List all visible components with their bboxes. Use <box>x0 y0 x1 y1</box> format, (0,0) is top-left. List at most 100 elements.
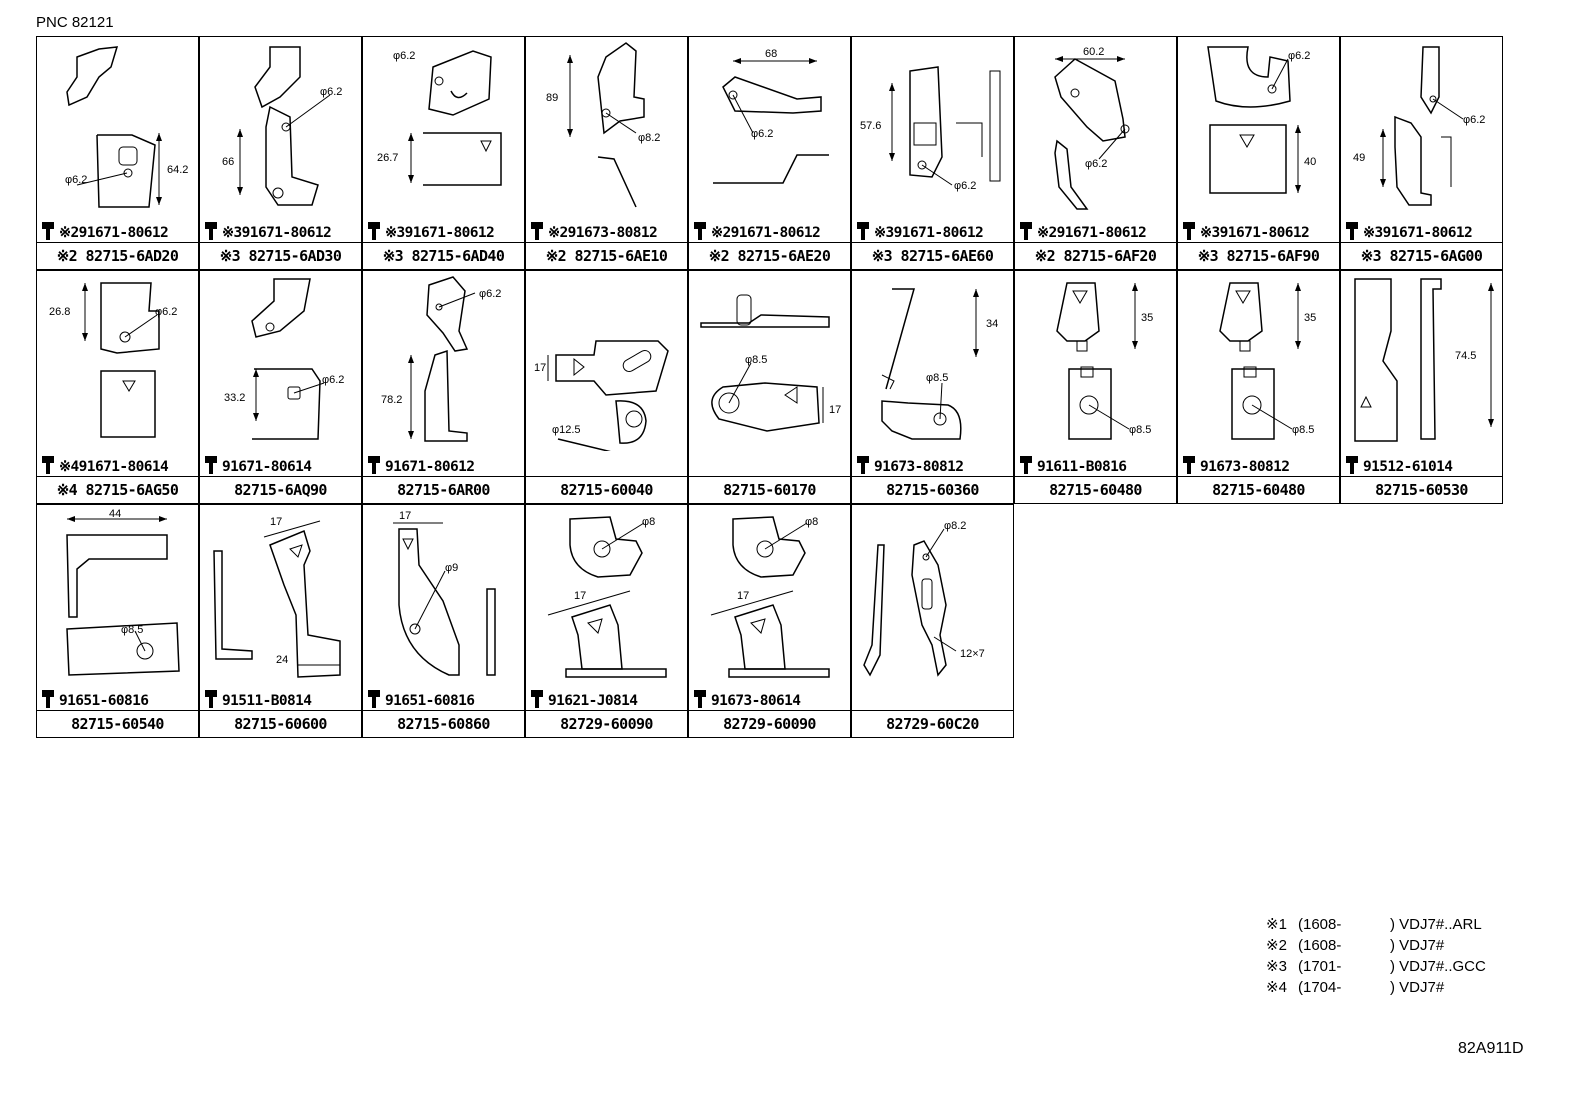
part-number[interactable]: 82715-6AQ90 <box>200 476 361 503</box>
bracket-drawing: 35 φ8.5 <box>1219 282 1316 440</box>
bolt-part-number: 91673-80812 <box>874 459 964 475</box>
part-cell[interactable]: φ8.2 12×7 82729-60C20 <box>851 504 1014 738</box>
part-cell[interactable]: 33.2 φ6.2 91671-80614 82715-6AQ90 <box>199 270 362 504</box>
dimension-label: 17 <box>534 362 546 374</box>
bolt-part-number: ※391671-80612 <box>874 225 984 241</box>
bolt-icon <box>205 456 217 474</box>
part-number[interactable]: ※2 82715-6AE20 <box>689 242 850 269</box>
part-cell[interactable]: 49 φ6.2 ※391671-80612 ※3 82715-6AG00 <box>1340 36 1503 270</box>
part-number[interactable]: 82729-60090 <box>526 710 687 737</box>
bolt-part-number: ※291671-80612 <box>1037 225 1147 241</box>
part-number[interactable]: ※2 82715-6AE10 <box>526 242 687 269</box>
bracket-drawing: 89 φ8.2 <box>546 42 660 208</box>
bolt-part-number: ※391671-80612 <box>385 225 495 241</box>
bracket-drawing: 17 φ12.5 <box>534 340 669 451</box>
bolt-icon <box>42 690 54 708</box>
part-cell[interactable]: 44 φ8.5 91651-60816 82715-60540 <box>36 504 199 738</box>
bracket-drawing: 17 φ9 <box>393 510 496 676</box>
part-number[interactable]: 82729-60090 <box>689 710 850 737</box>
part-number[interactable]: 82729-60C20 <box>852 710 1013 737</box>
part-cell[interactable]: 89 φ8.2 ※291673-80812 ※2 82715-6AE10 <box>525 36 688 270</box>
part-number[interactable]: ※2 82715-6AF20 <box>1015 242 1176 269</box>
legend-date: (1704- <box>1298 979 1342 996</box>
bracket-drawing: 34 φ8.5 <box>881 288 998 440</box>
part-number[interactable]: ※3 82715-6AE60 <box>852 242 1013 269</box>
part-number[interactable]: 82715-60480 <box>1015 476 1176 503</box>
dimension-label: 33.2 <box>224 392 245 404</box>
dimension-label: 66 <box>222 156 234 168</box>
bracket-drawing: 78.2 φ6.2 <box>381 276 501 442</box>
part-number[interactable]: ※3 82715-6AD40 <box>363 242 524 269</box>
dimension-label: φ6.2 <box>155 306 177 318</box>
bolt-icon <box>857 222 869 240</box>
part-number[interactable]: ※3 82715-6AF90 <box>1178 242 1339 269</box>
part-cell[interactable]: 17 φ8 91673-80614 82729-60090 <box>688 504 851 738</box>
bolt-icon <box>42 456 54 474</box>
dimension-label: 17 <box>574 590 586 602</box>
bracket-drawing: 17 24 <box>213 516 341 678</box>
legend-mark: ※3 <box>1266 958 1287 975</box>
dimension-label: 17 <box>399 510 411 522</box>
part-cell[interactable]: 64.2 φ6.2 ※291671-80612 ※2 82715-6AD20 <box>36 36 199 270</box>
dimension-label: φ6.2 <box>1288 50 1310 62</box>
part-number[interactable]: 82715-60860 <box>363 710 524 737</box>
dimension-label: 24 <box>276 654 288 666</box>
dimension-label: φ8.5 <box>121 624 143 636</box>
part-cell[interactable]: 26.7 φ6.2 ※391671-80612 ※3 82715-6AD40 <box>362 36 525 270</box>
part-cell[interactable]: 68 φ6.2 ※291671-80612 ※2 82715-6AE20 <box>688 36 851 270</box>
bolt-icon <box>1020 222 1032 240</box>
bracket-drawing: 26.8 φ6.2 <box>49 282 177 438</box>
bolt-part-number: 91673-80812 <box>1200 459 1290 475</box>
part-cell[interactable]: 60.2 φ6.2 ※291671-80612 ※2 82715-6AF20 <box>1014 36 1177 270</box>
part-number[interactable]: 82715-60360 <box>852 476 1013 503</box>
part-number[interactable]: 82715-60480 <box>1178 476 1339 503</box>
part-cell[interactable]: 78.2 φ6.2 91671-80612 82715-6AR00 <box>362 270 525 504</box>
bracket-drawing: φ8.2 12×7 <box>863 520 985 677</box>
part-cell[interactable]: 35 φ8.5 91611-B0816 82715-60480 <box>1014 270 1177 504</box>
dimension-label: 44 <box>109 508 121 520</box>
bracket-drawing: 17 φ8 <box>710 516 830 678</box>
dimension-label: 60.2 <box>1083 46 1104 58</box>
bolt-part-number: ※391671-80612 <box>1200 225 1310 241</box>
part-cell[interactable]: 66 φ6.2 ※391671-80612 ※3 82715-6AD30 <box>199 36 362 270</box>
dimension-label: φ9 <box>445 562 458 574</box>
part-cell[interactable]: 40 φ6.2 ※391671-80612 ※3 82715-6AF90 <box>1177 36 1340 270</box>
bolt-part-number: 91621-J0814 <box>548 693 638 709</box>
part-cell[interactable]: φ8.5 17 82715-60170 <box>688 270 851 504</box>
bolt-part-number: ※291673-80812 <box>548 225 658 241</box>
part-number[interactable]: ※3 82715-6AG00 <box>1341 242 1502 269</box>
part-number[interactable]: 82715-60170 <box>689 476 850 503</box>
dimension-label: φ8.2 <box>638 132 660 144</box>
part-cell[interactable]: 17 φ12.5 82715-60040 <box>525 270 688 504</box>
part-cell[interactable]: 35 φ8.5 91673-80812 82715-60480 <box>1177 270 1340 504</box>
part-number[interactable]: ※3 82715-6AD30 <box>200 242 361 269</box>
part-number[interactable]: 82715-60040 <box>526 476 687 503</box>
part-cell[interactable]: 26.8 φ6.2 ※491671-80614 ※4 82715-6AG50 <box>36 270 199 504</box>
part-cell[interactable]: 74.5 91512-61014 82715-60530 <box>1340 270 1503 504</box>
part-number[interactable]: 82715-6AR00 <box>363 476 524 503</box>
part-cell[interactable]: 17 φ9 91651-60816 82715-60860 <box>362 504 525 738</box>
bolt-icon <box>1346 222 1358 240</box>
dimension-label: 35 <box>1304 312 1316 324</box>
part-cell[interactable]: 17 φ8 91621-J0814 82729-60090 <box>525 504 688 738</box>
dimension-label: 34 <box>986 318 998 330</box>
part-number[interactable]: 82715-60540 <box>37 710 198 737</box>
part-cell[interactable]: 34 φ8.5 91673-80812 82715-60360 <box>851 270 1014 504</box>
bolt-part-number: ※291671-80612 <box>711 225 821 241</box>
part-cell[interactable]: 57.6 φ6.2 ※391671-80612 ※3 82715-6AE60 <box>851 36 1014 270</box>
part-number[interactable]: 82715-60600 <box>200 710 361 737</box>
legend-row: ※3 (1701- ) VDJ7#..GCC <box>1266 956 1526 977</box>
dimension-label: φ8 <box>805 516 818 528</box>
part-number[interactable]: ※2 82715-6AD20 <box>37 242 198 269</box>
bolt-part-number: ※391671-80612 <box>1363 225 1473 241</box>
bolt-part-number: 91512-61014 <box>1363 459 1453 475</box>
bolt-icon <box>1183 456 1195 474</box>
part-number[interactable]: 82715-60530 <box>1341 476 1502 503</box>
dimension-label: 40 <box>1304 156 1316 168</box>
legend-row: ※2 (1608- ) VDJ7# <box>1266 935 1526 956</box>
legend-mark: ※4 <box>1266 979 1287 996</box>
part-cell[interactable]: 17 24 91511-B0814 82715-60600 <box>199 504 362 738</box>
dimension-label: φ6.2 <box>320 86 342 98</box>
dimension-label: φ8.5 <box>926 372 948 384</box>
part-number[interactable]: ※4 82715-6AG50 <box>37 476 198 503</box>
